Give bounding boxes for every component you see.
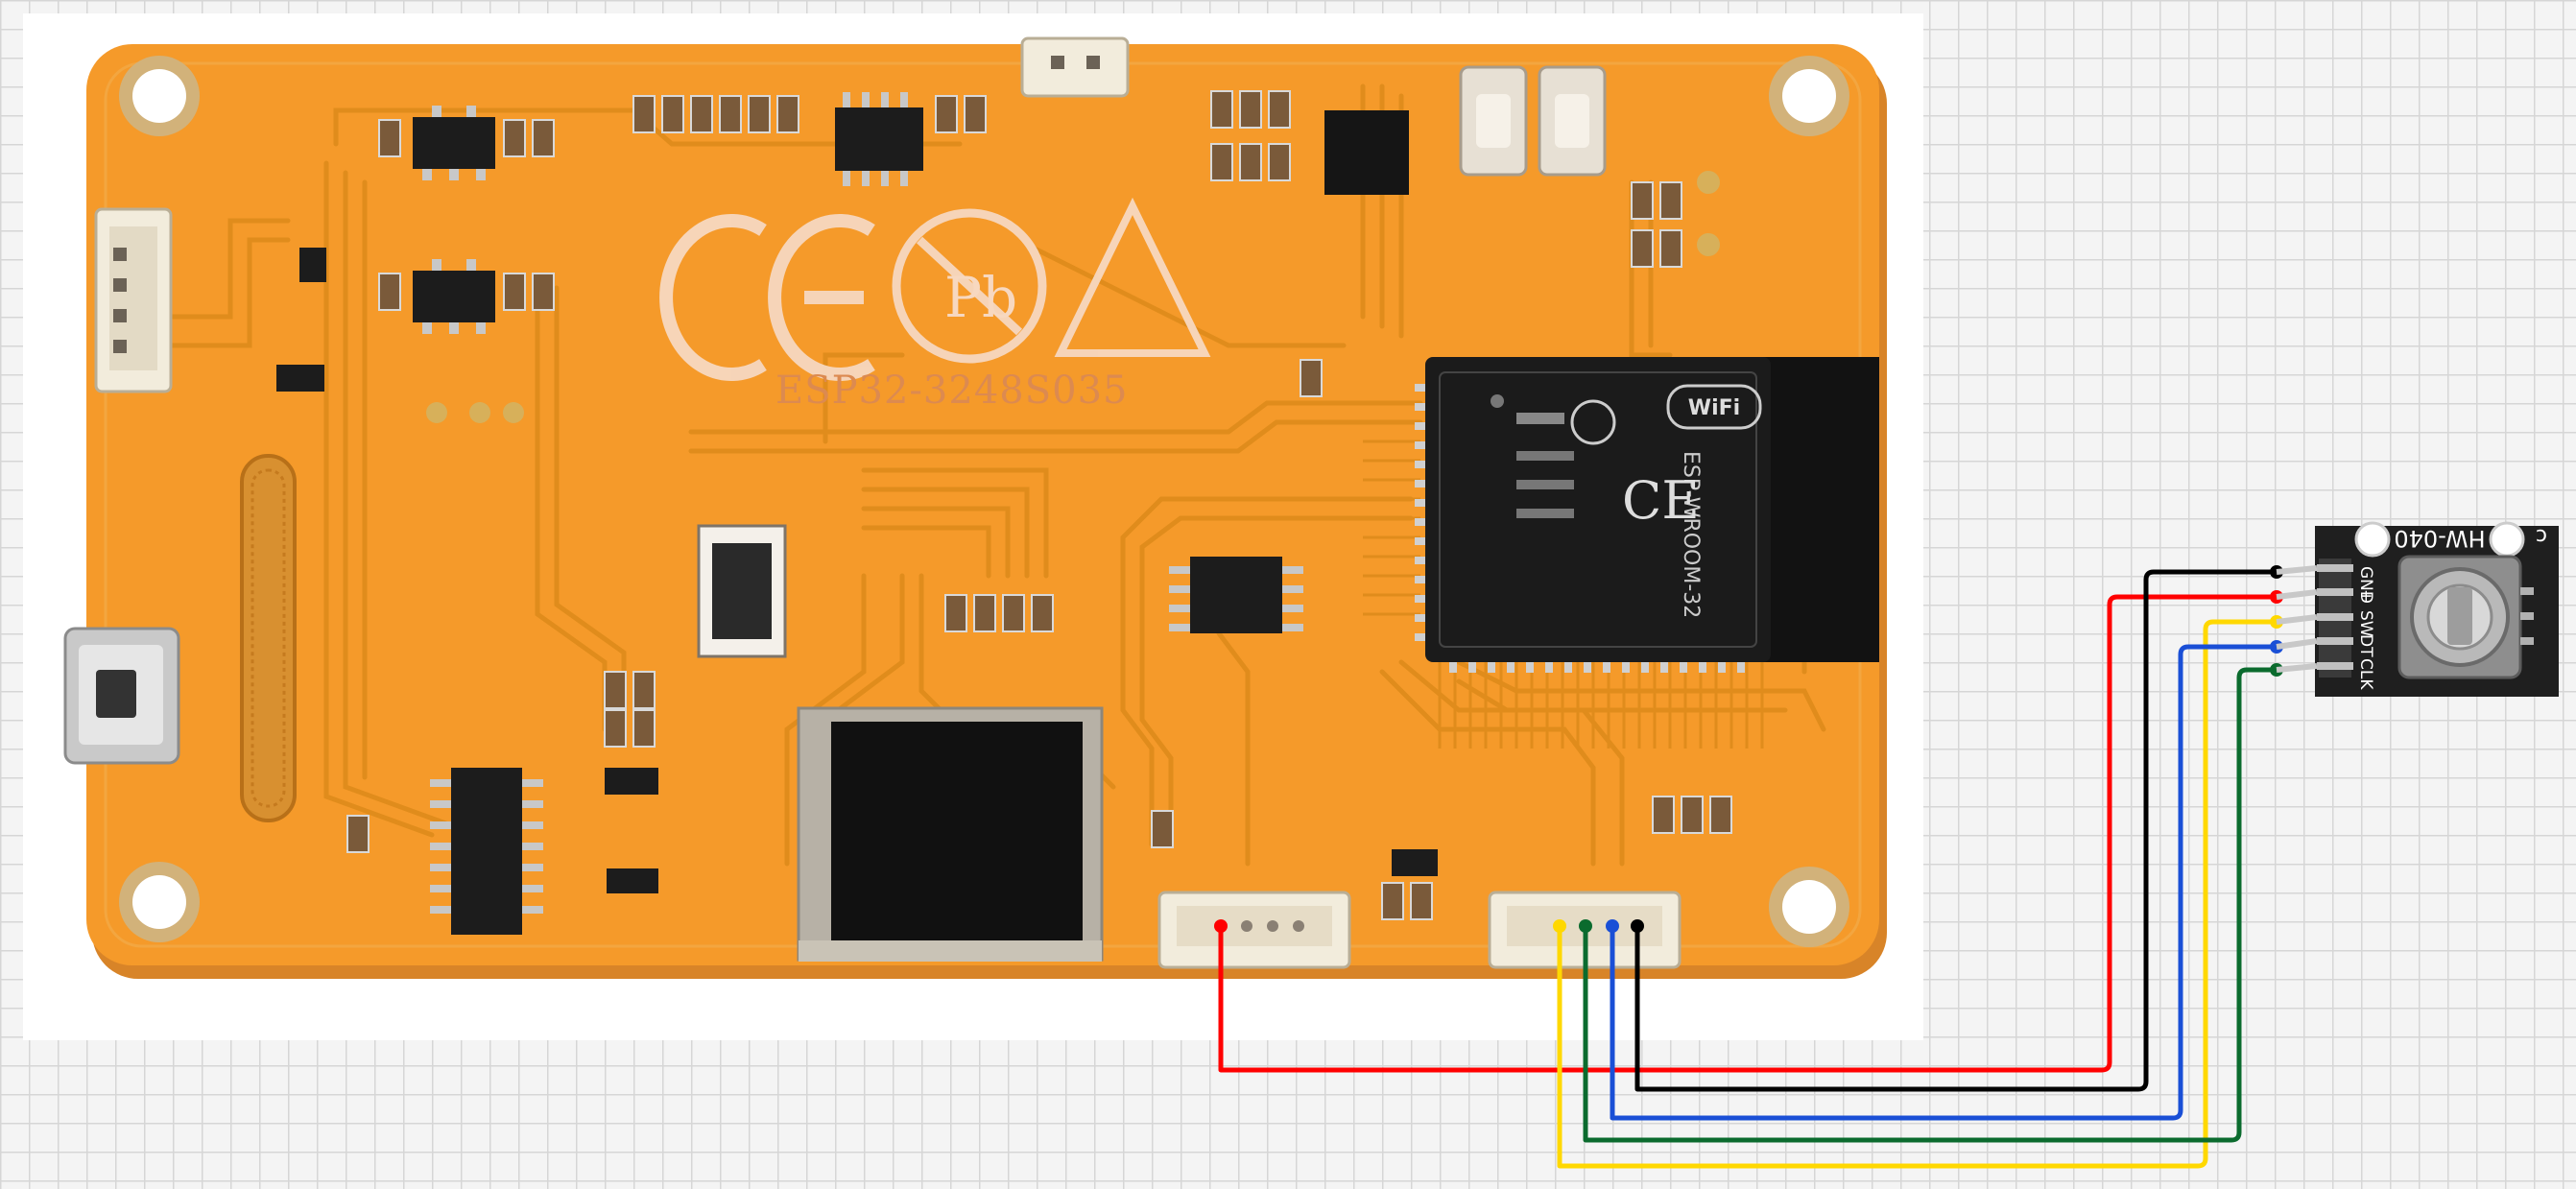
esp-module-model: ESP-WROOM-32 [1679,451,1703,618]
wire-endpoint-yellow-board [1553,919,1566,933]
esp-shield [1425,357,1771,662]
esp32-module: WiFi ESP-WROOM-32 CE [1425,357,1879,662]
passive-components [346,90,1732,920]
mounting-holes [119,56,1849,947]
fpc-connector [697,524,787,658]
ic-soic-mid [1190,557,1282,633]
ic-qfn [1324,110,1409,195]
wire-red-vcc [1218,594,2279,1073]
esp32-board: Pb ESP32-3248S035 [63,36,1887,979]
side-jst-connector [94,207,173,393]
wire-green-clk [1583,667,2279,1143]
ic-small-1 [299,248,326,282]
esp-wifi-logo: WiFi [1688,396,1740,420]
wire-black-gnd [1634,569,2279,1092]
ic-small-5 [1392,849,1438,876]
ic-small-4 [607,868,658,893]
ic-small-2 [276,365,324,392]
wire-yellow-sw [1557,619,2279,1169]
encoder-pin-sw-label: SW [2356,610,2375,637]
top-jst-connector [1020,36,1130,98]
tactile-buttons [1459,65,1607,177]
ic-soic-left [451,768,522,935]
encoder-module-label: HW-040 [2394,525,2485,552]
encoder-knob [2397,555,2534,679]
esp-ce-mark: CE [1622,470,1700,531]
micro-sd-slot [797,706,1104,962]
encoder-pin-clk-label: CLK [2356,658,2375,690]
encoder-orientation-mark: c [2536,524,2547,548]
bottom-jst-connector-1 [1157,891,1351,969]
esp-castellations [1415,384,1745,673]
pb-mark: Pb [944,265,1017,330]
encoder-pin-gnd-label: GND [2356,566,2375,604]
wire-endpoint-black-board [1631,919,1644,933]
encoder-mount-hole-1 [2354,521,2391,558]
wire-endpoint-red-board [1214,919,1228,933]
wires [1218,569,2279,1169]
wire-blue-dt [1610,644,2279,1121]
wire-endpoint-green-board [1579,919,1592,933]
ic-sot-2 [413,271,495,322]
encoder-lead-stubs [2276,565,2318,673]
encoder-mount-hole-2 [2489,521,2525,558]
ic-small-3 [605,768,658,795]
pcb-trace-ladder [1363,401,1764,749]
ribbon-strip [240,454,297,822]
ic-sot-1 [413,117,495,169]
encoder-header [2317,559,2353,678]
micro-usb-port [63,627,180,765]
wire-endpoints [1214,565,2283,933]
board-name-silkscreen: ESP32-3248S035 [775,369,1128,413]
rotary-encoder-module: HW-040 c GND + SW DT CLK [2315,521,2559,697]
encoder-pin-vcc-label: + [2356,589,2375,603]
test-pads [426,171,1720,423]
encoder-pin-labels: GND + SW DT CLK [2356,566,2375,690]
wire-endpoint-blue-board [1606,919,1619,933]
ic-soic-top [835,107,923,171]
compliance-marks [659,197,1211,381]
ic-pins [422,92,1303,914]
encoder-pin-dt-label: DT [2356,634,2375,657]
